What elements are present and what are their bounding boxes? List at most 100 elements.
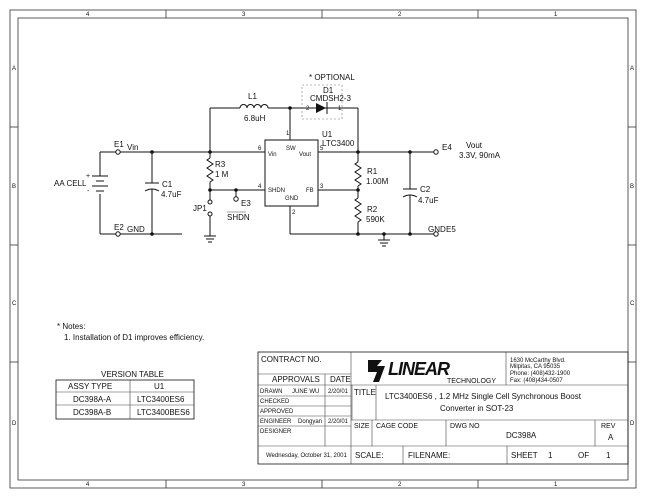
version-cell: DC398A-A [73,395,112,404]
sheet-frame: 4 3 2 1 4 3 2 1 A B C D A B C D [9,9,637,489]
filename-label: FILENAME: [408,451,450,460]
sheet-value: 1 [548,451,553,460]
e1-net: Vin [127,143,138,152]
version-cell: LTC3400ES6 [137,395,185,404]
capacitor-c2: C2 4.7uF [402,185,439,205]
r1-value: 1.00M [366,177,389,186]
u1-pinnum-vout: 5 [320,146,324,152]
row-label-c-right: C [630,301,635,307]
title-line2: Converter in SOT-23 [440,404,514,413]
company-address1: 1630 McCarthy Blvd. [510,358,566,364]
battery-label: AA CELL [54,179,87,188]
rev-value: A [608,433,614,442]
version-header-u1: U1 [154,382,165,391]
row-label-b: B [12,184,16,190]
d1-pin2: 2 [306,106,310,112]
e3-net: SHDN [227,213,250,222]
company-address2: Milpitas, CA 95035 [510,364,561,370]
row-label-c: C [12,301,17,307]
r1-ref: R1 [367,167,378,176]
l1-ref: L1 [248,92,257,101]
dwg-no: DC398A [506,431,537,440]
note-item: 1. Installation of D1 improves efficienc… [64,333,204,342]
junction-dots [150,106,412,236]
d1-part: CMDSH2-3 [310,94,351,103]
c2-ref: C2 [420,185,431,194]
approvals-label: APPROVALS [272,375,320,384]
contract-no-label: CONTRACT NO. [261,355,322,364]
e5-net: GND [428,225,446,234]
size-label: SIZE [354,423,370,430]
c1-ref: C1 [162,180,173,189]
d1-optional: * OPTIONAL [309,73,355,82]
battery-minus: - [87,188,90,195]
jp1-ref: JP1 [193,204,207,213]
battery-symbol: + - AA CELL [54,173,108,195]
company-fax: Fax: (408)434-0507 [510,378,563,384]
u1-pin-vout: Vout [299,152,311,158]
approval-row-label: DRAWN [260,389,282,395]
col-label-4: 4 [86,12,90,18]
inductor-l1: L1 6.8uH [239,92,269,123]
of-label: OF [578,451,589,460]
col-label-4-bottom: 4 [86,482,90,488]
resistor-r2: R2 590K [354,197,385,224]
title-line1: LTC3400ES6 , 1.2 MHz Single Cell Synchro… [385,392,582,401]
e4-ref: E4 [442,143,452,152]
col-label-3-bottom: 3 [242,482,246,488]
company-phone: Phone: (408)432-1900 [510,371,571,377]
title-label: TITLE [354,388,376,397]
version-table: VERSION TABLE ASSY TYPE U1 DC398A-A LTC3… [55,370,195,420]
approval-row-label: CHECKED [260,399,290,405]
print-date: Wednesday, October 31, 2001 [266,453,347,459]
approval-row-label: DESIGNER [260,429,292,435]
d1-pin1: 1 [338,106,342,112]
approval-row-label: APPROVED [260,409,294,415]
ground-symbol [204,235,216,243]
r2-value: 590K [366,215,385,224]
e5-ref: E5 [446,225,456,234]
u1-pinnum-fb: 3 [320,184,324,190]
notes-title: * Notes: [57,322,85,331]
ic-u1: U1 LTC3400 SW Vin Vout SHDN FB GND 1 6 5… [258,130,355,216]
c2-value: 4.7uF [418,196,439,205]
e2-ref: E2 [114,223,124,232]
capacitor-c1: C1 4.7uF [144,180,182,199]
u1-pinnum-gnd: 2 [292,210,296,216]
linear-logo: LINEAR TECHNOLOGY [368,359,496,385]
terminal-e2: E2 GND [114,223,145,237]
r2-ref: R2 [367,205,378,214]
row-label-a: A [12,66,16,72]
title-block: CONTRACT NO. APPROVALS DATE DRAWN JUNE W… [257,351,629,465]
r3-ref: R3 [215,160,226,169]
e4-net: Vout [466,141,483,150]
l1-value: 6.8uH [244,114,266,123]
col-label-1: 1 [554,12,558,18]
e1-ref: E1 [114,140,124,149]
row-label-d: D [12,421,17,427]
cage-code-label: CAGE CODE [376,423,418,430]
scale-label: SCALE: [355,451,383,460]
e2-net: GND [127,225,145,234]
jumper-jp1: JP1 [193,199,213,217]
terminal-e4: E4 Vout 3.3V, 90mA [433,141,501,160]
col-label-2: 2 [398,12,402,18]
r3-value: 1 M [215,170,229,179]
col-label-3: 3 [242,12,246,18]
dwg-no-label: DWG NO [450,423,480,430]
of-value: 1 [606,451,611,460]
approval-row-name: JUNE WU [292,389,319,395]
resistor-r3: R3 1 M [206,157,229,183]
logo-sub: TECHNOLOGY [447,378,496,385]
col-label-1-bottom: 1 [554,482,558,488]
approval-row-name: Dongyan [298,419,322,425]
approval-row-label: ENGINEER [260,419,292,425]
logo-text: LINEAR [388,359,450,379]
u1-pin-fb: FB [306,188,314,194]
terminal-e5: GND E5 [428,225,456,237]
u1-pin-sw: SW [286,146,296,152]
row-label-b-right: B [630,184,634,190]
battery-plus: + [86,173,90,180]
u1-pin-shdn: SHDN [268,188,285,194]
